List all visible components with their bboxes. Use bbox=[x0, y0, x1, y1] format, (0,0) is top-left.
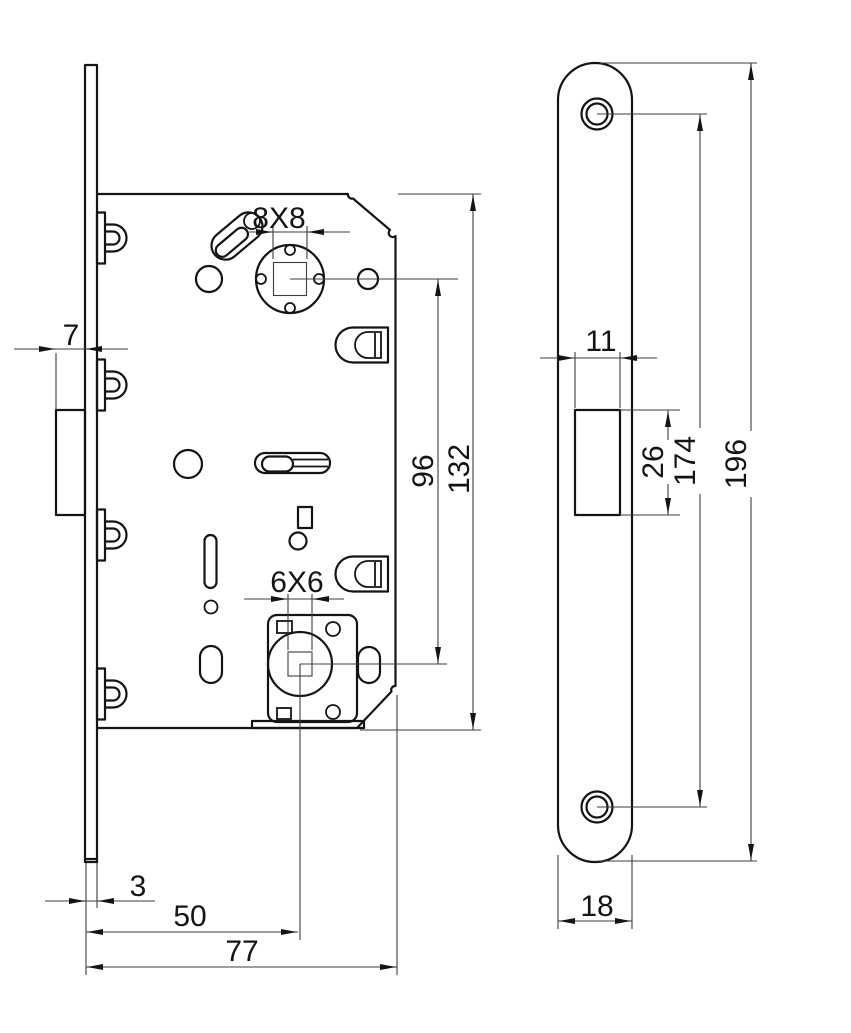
side-oblong bbox=[356, 645, 382, 685]
pin-hole bbox=[288, 531, 308, 551]
magnet-block bbox=[54, 408, 87, 517]
dim-screw-spacing: 174 bbox=[597, 113, 707, 808]
clip-top bbox=[334, 326, 390, 364]
dim-backset: 50 bbox=[86, 900, 298, 935]
dim-label-96: 96 bbox=[407, 454, 440, 487]
dim-label-8x8: 8X8 bbox=[252, 202, 305, 235]
dim-body-depth: 77 bbox=[86, 695, 398, 975]
lever-slot bbox=[253, 451, 332, 475]
dim-plate-width: 18 bbox=[557, 855, 633, 929]
dim-label-50: 50 bbox=[173, 900, 206, 933]
dim-block-protrusion: 7 bbox=[14, 319, 128, 410]
dim-label-26: 26 bbox=[637, 445, 670, 478]
dim-label-7: 7 bbox=[63, 319, 80, 352]
dim-label-174: 174 bbox=[669, 436, 702, 486]
latch-window bbox=[573, 408, 622, 517]
square-hole bbox=[296, 505, 314, 530]
dim-label-77: 77 bbox=[225, 935, 258, 968]
latch-tabs bbox=[95, 211, 128, 721]
clip-bottom bbox=[334, 555, 390, 593]
latch-tab bbox=[95, 508, 128, 562]
dimensions: 7 3 50 77 bbox=[14, 62, 757, 975]
dim-label-6x6: 6X6 bbox=[270, 566, 323, 599]
mount-hole bbox=[194, 264, 224, 294]
spindle-hub bbox=[254, 243, 458, 315]
dim-label-3: 3 bbox=[130, 870, 147, 903]
dim-body-height: 132 bbox=[360, 193, 481, 731]
dim-window-height: 26 bbox=[620, 409, 680, 516]
dim-label-196: 196 bbox=[720, 439, 753, 489]
faceplate-front-outline bbox=[556, 61, 634, 864]
side-view bbox=[54, 63, 458, 940]
dim-spindle-square: 8X8 bbox=[249, 202, 350, 259]
dim-label-11: 11 bbox=[585, 325, 616, 358]
oblong-hole bbox=[198, 644, 224, 685]
latch-tab bbox=[95, 667, 128, 721]
dim-cylinder-square: 6X6 bbox=[244, 566, 344, 650]
dim-label-18: 18 bbox=[580, 890, 613, 923]
dim-window-width: 11 bbox=[540, 325, 657, 408]
cylinder-hub bbox=[250, 613, 447, 940]
dim-hole-spacing: 96 bbox=[407, 279, 441, 664]
spring-pin bbox=[203, 533, 219, 615]
latch-tab bbox=[95, 358, 128, 412]
latch-tab bbox=[95, 211, 128, 265]
mechanism-holes bbox=[172, 448, 332, 685]
lock-body-outline bbox=[95, 192, 397, 730]
round-hole bbox=[172, 448, 204, 480]
cam-slot bbox=[210, 211, 264, 261]
front-view bbox=[556, 61, 634, 864]
dim-label-132: 132 bbox=[443, 444, 476, 494]
dim-plate-thickness: 3 bbox=[45, 863, 155, 975]
dim-plate-length: 196 bbox=[597, 62, 757, 862]
faceplate-side bbox=[83, 63, 99, 864]
